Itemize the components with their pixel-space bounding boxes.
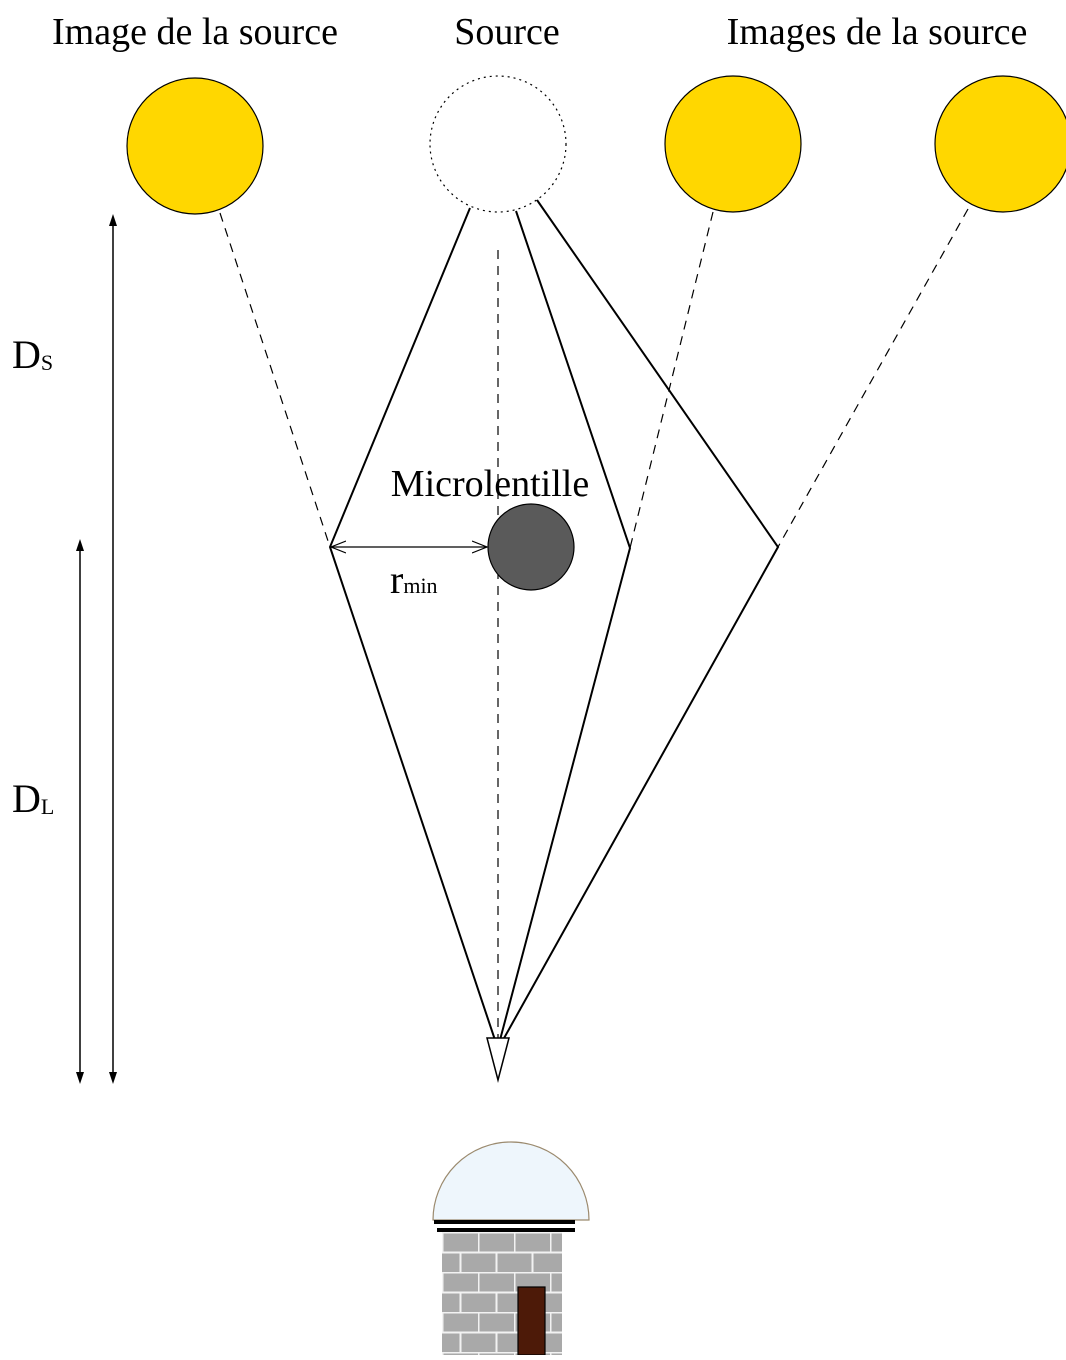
- source-label: Source: [454, 11, 560, 53]
- source-image-left: [126, 77, 264, 215]
- observer-arrow: [486, 1037, 510, 1083]
- lens-label: Microlentille: [391, 463, 589, 505]
- r-min-label: rmin: [390, 557, 438, 602]
- source-image-right-1: [664, 75, 802, 213]
- observatory-dome: [432, 1141, 590, 1221]
- microlens: [487, 503, 575, 591]
- apparent-ray-right-1: [629, 211, 714, 549]
- source-true-position: [429, 75, 567, 213]
- apparent-rays: [219, 208, 969, 1045]
- observatory: [432, 1141, 590, 1356]
- source-image-right-2: [934, 75, 1066, 213]
- d-s-label: DS: [12, 332, 53, 377]
- d-l-label: DL: [12, 776, 54, 821]
- image-left-label: Image de la source: [52, 11, 338, 53]
- images-right-label: Images de la source: [727, 11, 1028, 53]
- apparent-ray-right-2: [777, 208, 969, 548]
- light-paths: [328, 199, 780, 1041]
- light-path-right-1: [499, 210, 632, 1041]
- observatory-door: [517, 1286, 546, 1356]
- light-path-right-2: [502, 199, 780, 1041]
- apparent-ray-left: [219, 212, 331, 548]
- light-path-left: [328, 207, 496, 1041]
